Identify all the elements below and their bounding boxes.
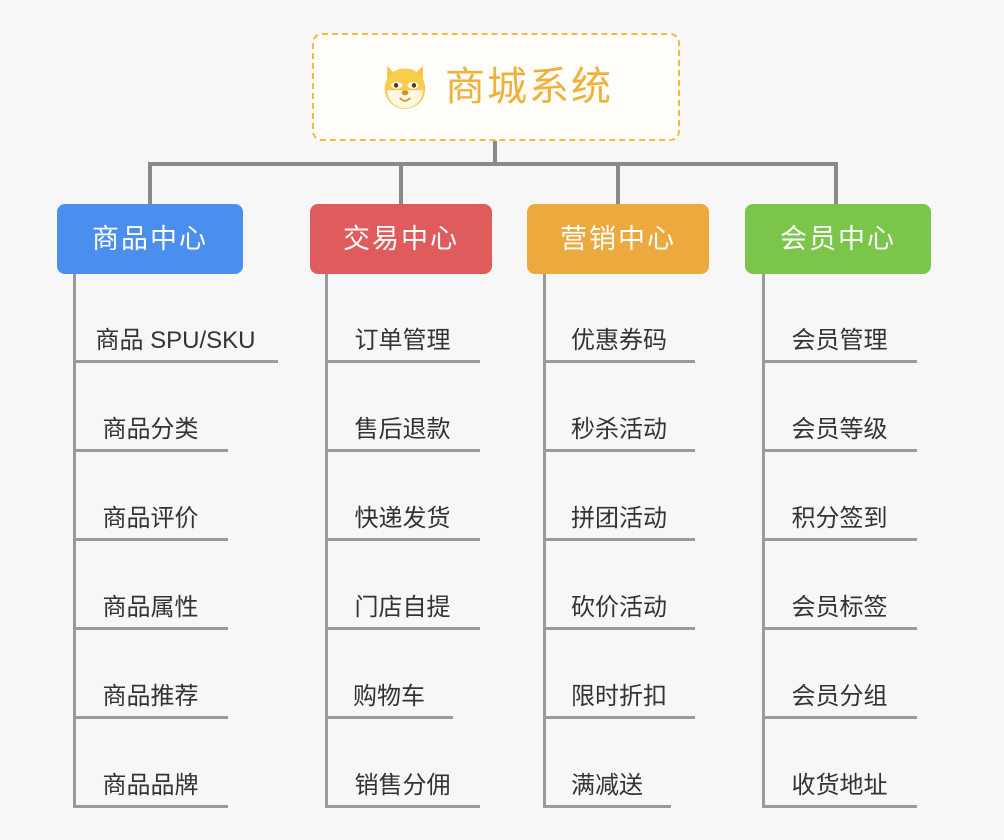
- leaf-label: 快递发货: [354, 505, 451, 533]
- leaf-item[interactable]: 快递发货: [325, 452, 480, 541]
- leaf-label: 购物车: [353, 683, 425, 711]
- leaf-label: 收货地址: [791, 772, 888, 800]
- leaf-item[interactable]: 优惠券码: [543, 274, 695, 363]
- leaf-label: 砍价活动: [571, 594, 667, 622]
- connector-drop-2: [399, 162, 403, 204]
- leaf-label: 售后退款: [354, 416, 451, 444]
- leaf-item[interactable]: 会员分组: [762, 630, 917, 719]
- leaf-label: 会员分组: [791, 683, 888, 711]
- leaf-label: 积分签到: [791, 505, 888, 533]
- leaf-item[interactable]: 门店自提: [325, 541, 480, 630]
- leaf-item[interactable]: 购物车: [325, 630, 453, 719]
- category-box-2[interactable]: 交易中心: [310, 204, 492, 274]
- connector-bus: [150, 162, 836, 166]
- category-label: 营销中心: [560, 223, 676, 254]
- leaf-label: 门店自提: [354, 594, 451, 622]
- dog-face-icon: [379, 61, 431, 113]
- leaf-item[interactable]: 商品 SPU/SKU: [73, 274, 278, 363]
- leaf-item[interactable]: 销售分佣: [325, 719, 480, 808]
- leaf-label: 满减送: [571, 772, 643, 800]
- leaf-item[interactable]: 商品推荐: [73, 630, 228, 719]
- leaf-label: 商品推荐: [102, 683, 199, 711]
- leaf-label: 商品分类: [102, 416, 199, 444]
- leaf-label: 商品属性: [102, 594, 199, 622]
- leaf-item[interactable]: 商品品牌: [73, 719, 228, 808]
- leaf-item[interactable]: 商品评价: [73, 452, 228, 541]
- leaf-item[interactable]: 收货地址: [762, 719, 917, 808]
- leaf-label: 拼团活动: [571, 505, 667, 533]
- leaf-label: 会员管理: [791, 327, 888, 355]
- connector-stem: [493, 141, 497, 165]
- leaf-item[interactable]: 商品分类: [73, 363, 228, 452]
- leaf-item[interactable]: 会员管理: [762, 274, 917, 363]
- leaf-item[interactable]: 会员等级: [762, 363, 917, 452]
- branch-spine: [73, 274, 76, 808]
- branch-spine: [543, 274, 546, 808]
- leaf-label: 商品 SPU/SKU: [95, 327, 256, 355]
- branch-spine: [325, 274, 328, 808]
- leaf-item[interactable]: 会员标签: [762, 541, 917, 630]
- leaf-item[interactable]: 满减送: [543, 719, 671, 808]
- leaf-item[interactable]: 秒杀活动: [543, 363, 695, 452]
- leaf-label: 商品品牌: [102, 772, 199, 800]
- leaf-label: 会员标签: [791, 594, 888, 622]
- leaf-item[interactable]: 砍价活动: [543, 541, 695, 630]
- leaf-label: 商品评价: [102, 505, 199, 533]
- leaf-label: 秒杀活动: [571, 416, 667, 444]
- leaf-item[interactable]: 商品属性: [73, 541, 228, 630]
- leaf-label: 订单管理: [354, 327, 451, 355]
- root-node[interactable]: 商城系统: [312, 33, 680, 141]
- connector-drop-3: [616, 162, 620, 204]
- connector-drop-1: [148, 162, 152, 204]
- category-box-3[interactable]: 营销中心: [527, 204, 709, 274]
- leaf-item[interactable]: 积分签到: [762, 452, 917, 541]
- leaf-label: 优惠券码: [571, 327, 667, 355]
- category-label: 交易中心: [343, 223, 459, 254]
- leaf-label: 销售分佣: [354, 772, 451, 800]
- connector-drop-4: [834, 162, 838, 204]
- category-box-1[interactable]: 商品中心: [57, 204, 243, 274]
- leaf-item[interactable]: 售后退款: [325, 363, 480, 452]
- leaf-label: 会员等级: [791, 416, 888, 444]
- leaf-label: 限时折扣: [571, 683, 667, 711]
- leaf-item[interactable]: 限时折扣: [543, 630, 695, 719]
- category-box-4[interactable]: 会员中心: [745, 204, 931, 274]
- branch-spine: [762, 274, 765, 808]
- leaf-item[interactable]: 拼团活动: [543, 452, 695, 541]
- leaf-item[interactable]: 订单管理: [325, 274, 480, 363]
- category-label: 商品中心: [92, 223, 208, 254]
- category-label: 会员中心: [780, 223, 896, 254]
- root-title: 商城系统: [445, 65, 613, 109]
